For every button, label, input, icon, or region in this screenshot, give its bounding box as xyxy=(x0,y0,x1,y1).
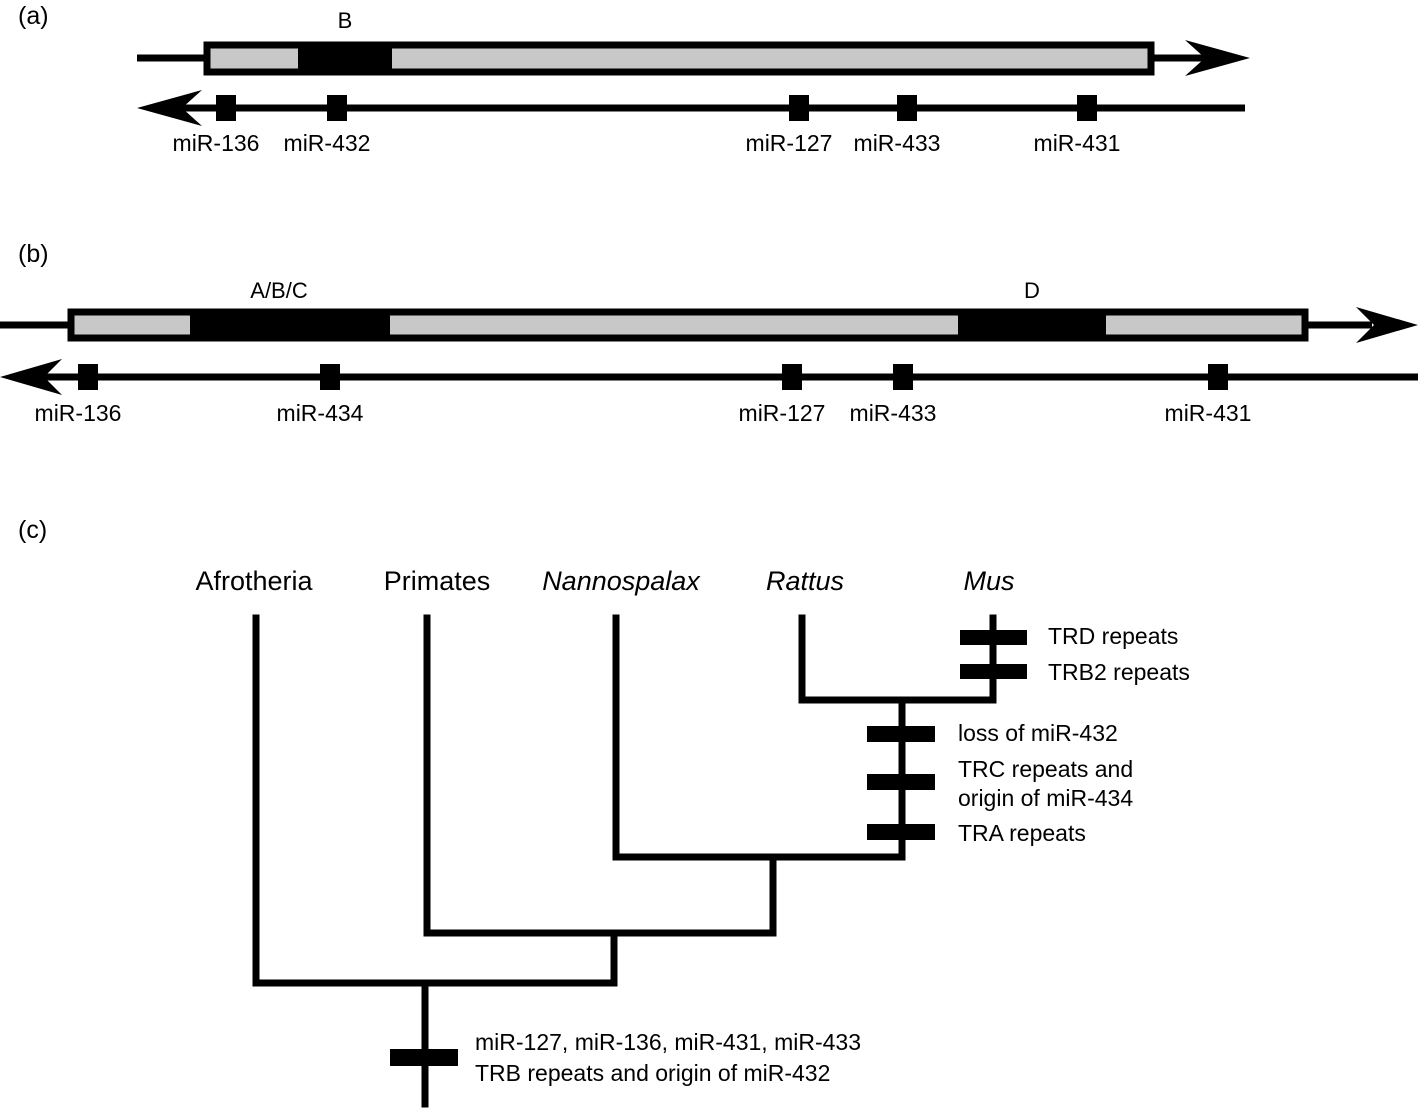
repeat-block-abc-b xyxy=(190,312,390,338)
taxon-label-mus: Mus xyxy=(963,566,1014,596)
repeat-block-b-a xyxy=(298,45,392,72)
mirna-label-b-431: miR-431 xyxy=(1165,400,1252,426)
mirna-marker-b-433 xyxy=(893,364,913,390)
forward-arrowhead-b xyxy=(1356,307,1418,343)
event-label-tra: TRA repeats xyxy=(958,820,1086,846)
mirna-marker-a-127 xyxy=(789,95,809,121)
reverse-arrowhead-a xyxy=(137,90,202,126)
event-label-trd: TRD repeats xyxy=(1048,623,1178,649)
event-label-trb2: TRB2 repeats xyxy=(1048,659,1190,685)
mirna-label-b-127: miR-127 xyxy=(739,400,826,426)
branch-nannospalax-murinae xyxy=(612,614,906,861)
mirna-marker-b-127 xyxy=(782,364,802,390)
event-label-trc-line1: TRC repeats and xyxy=(958,756,1133,782)
panel-a: (a) B miR-136 miR-432 miR-127 miR-433 mi… xyxy=(18,2,1250,156)
panel-b: (b) A/B/C D miR-136 miR-434 miR-127 miR-… xyxy=(0,240,1418,426)
mirna-marker-b-434 xyxy=(320,364,340,390)
event-label-root-line1: miR-127, miR-136, miR-431, miR-433 xyxy=(475,1029,861,1055)
reverse-arrowhead-b xyxy=(0,359,62,395)
region-label-abc-b: A/B/C xyxy=(250,278,308,303)
mirna-marker-a-136 xyxy=(216,95,236,121)
taxon-label-afrotheria: Afrotheria xyxy=(195,566,313,596)
mirna-marker-a-433 xyxy=(897,95,917,121)
branch-rattus-mus xyxy=(798,614,997,704)
mirna-label-a-433: miR-433 xyxy=(854,130,941,156)
taxon-label-nannospalax: Nannospalax xyxy=(542,566,701,596)
panel-c: (c) Afrotheria Primates Nannospalax Ratt… xyxy=(18,516,1190,1108)
mirna-marker-a-431 xyxy=(1077,95,1097,121)
event-bar-trb2 xyxy=(960,664,1027,679)
panel-c-label: (c) xyxy=(18,516,47,544)
mirna-label-a-136: miR-136 xyxy=(173,130,260,156)
event-bar-trd xyxy=(960,630,1027,645)
event-bar-trc xyxy=(867,774,935,790)
repeat-block-d-b xyxy=(958,312,1106,338)
mirna-label-a-127: miR-127 xyxy=(746,130,833,156)
branch-afrotheria-rest xyxy=(252,614,618,987)
taxon-label-rattus: Rattus xyxy=(766,566,844,596)
event-label-loss-mir432: loss of miR-432 xyxy=(958,720,1118,746)
panel-b-label: (b) xyxy=(18,240,49,268)
event-bar-root xyxy=(390,1049,458,1066)
phylogenetic-tree xyxy=(252,614,997,1108)
region-label-b-a: B xyxy=(338,8,353,33)
mirna-label-b-136: miR-136 xyxy=(35,400,122,426)
region-label-d-b: D xyxy=(1024,278,1040,303)
event-label-trc-line2: origin of miR-434 xyxy=(958,785,1133,811)
mirna-marker-a-432 xyxy=(327,95,347,121)
branch-primates-rodents xyxy=(423,614,777,937)
mirna-label-b-433: miR-433 xyxy=(850,400,937,426)
event-label-root-line2: TRB repeats and origin of miR-432 xyxy=(475,1060,830,1086)
panel-a-label: (a) xyxy=(18,2,49,30)
mirna-label-a-432: miR-432 xyxy=(284,130,371,156)
taxon-label-primates: Primates xyxy=(384,566,491,596)
mirna-label-b-434: miR-434 xyxy=(277,400,364,426)
mirna-label-a-431: miR-431 xyxy=(1034,130,1121,156)
event-bar-tra xyxy=(867,824,935,840)
mirna-marker-b-136 xyxy=(78,364,98,390)
event-bar-loss-mir432 xyxy=(867,726,935,742)
mirna-marker-b-431 xyxy=(1208,364,1228,390)
forward-arrowhead-a xyxy=(1185,40,1250,76)
